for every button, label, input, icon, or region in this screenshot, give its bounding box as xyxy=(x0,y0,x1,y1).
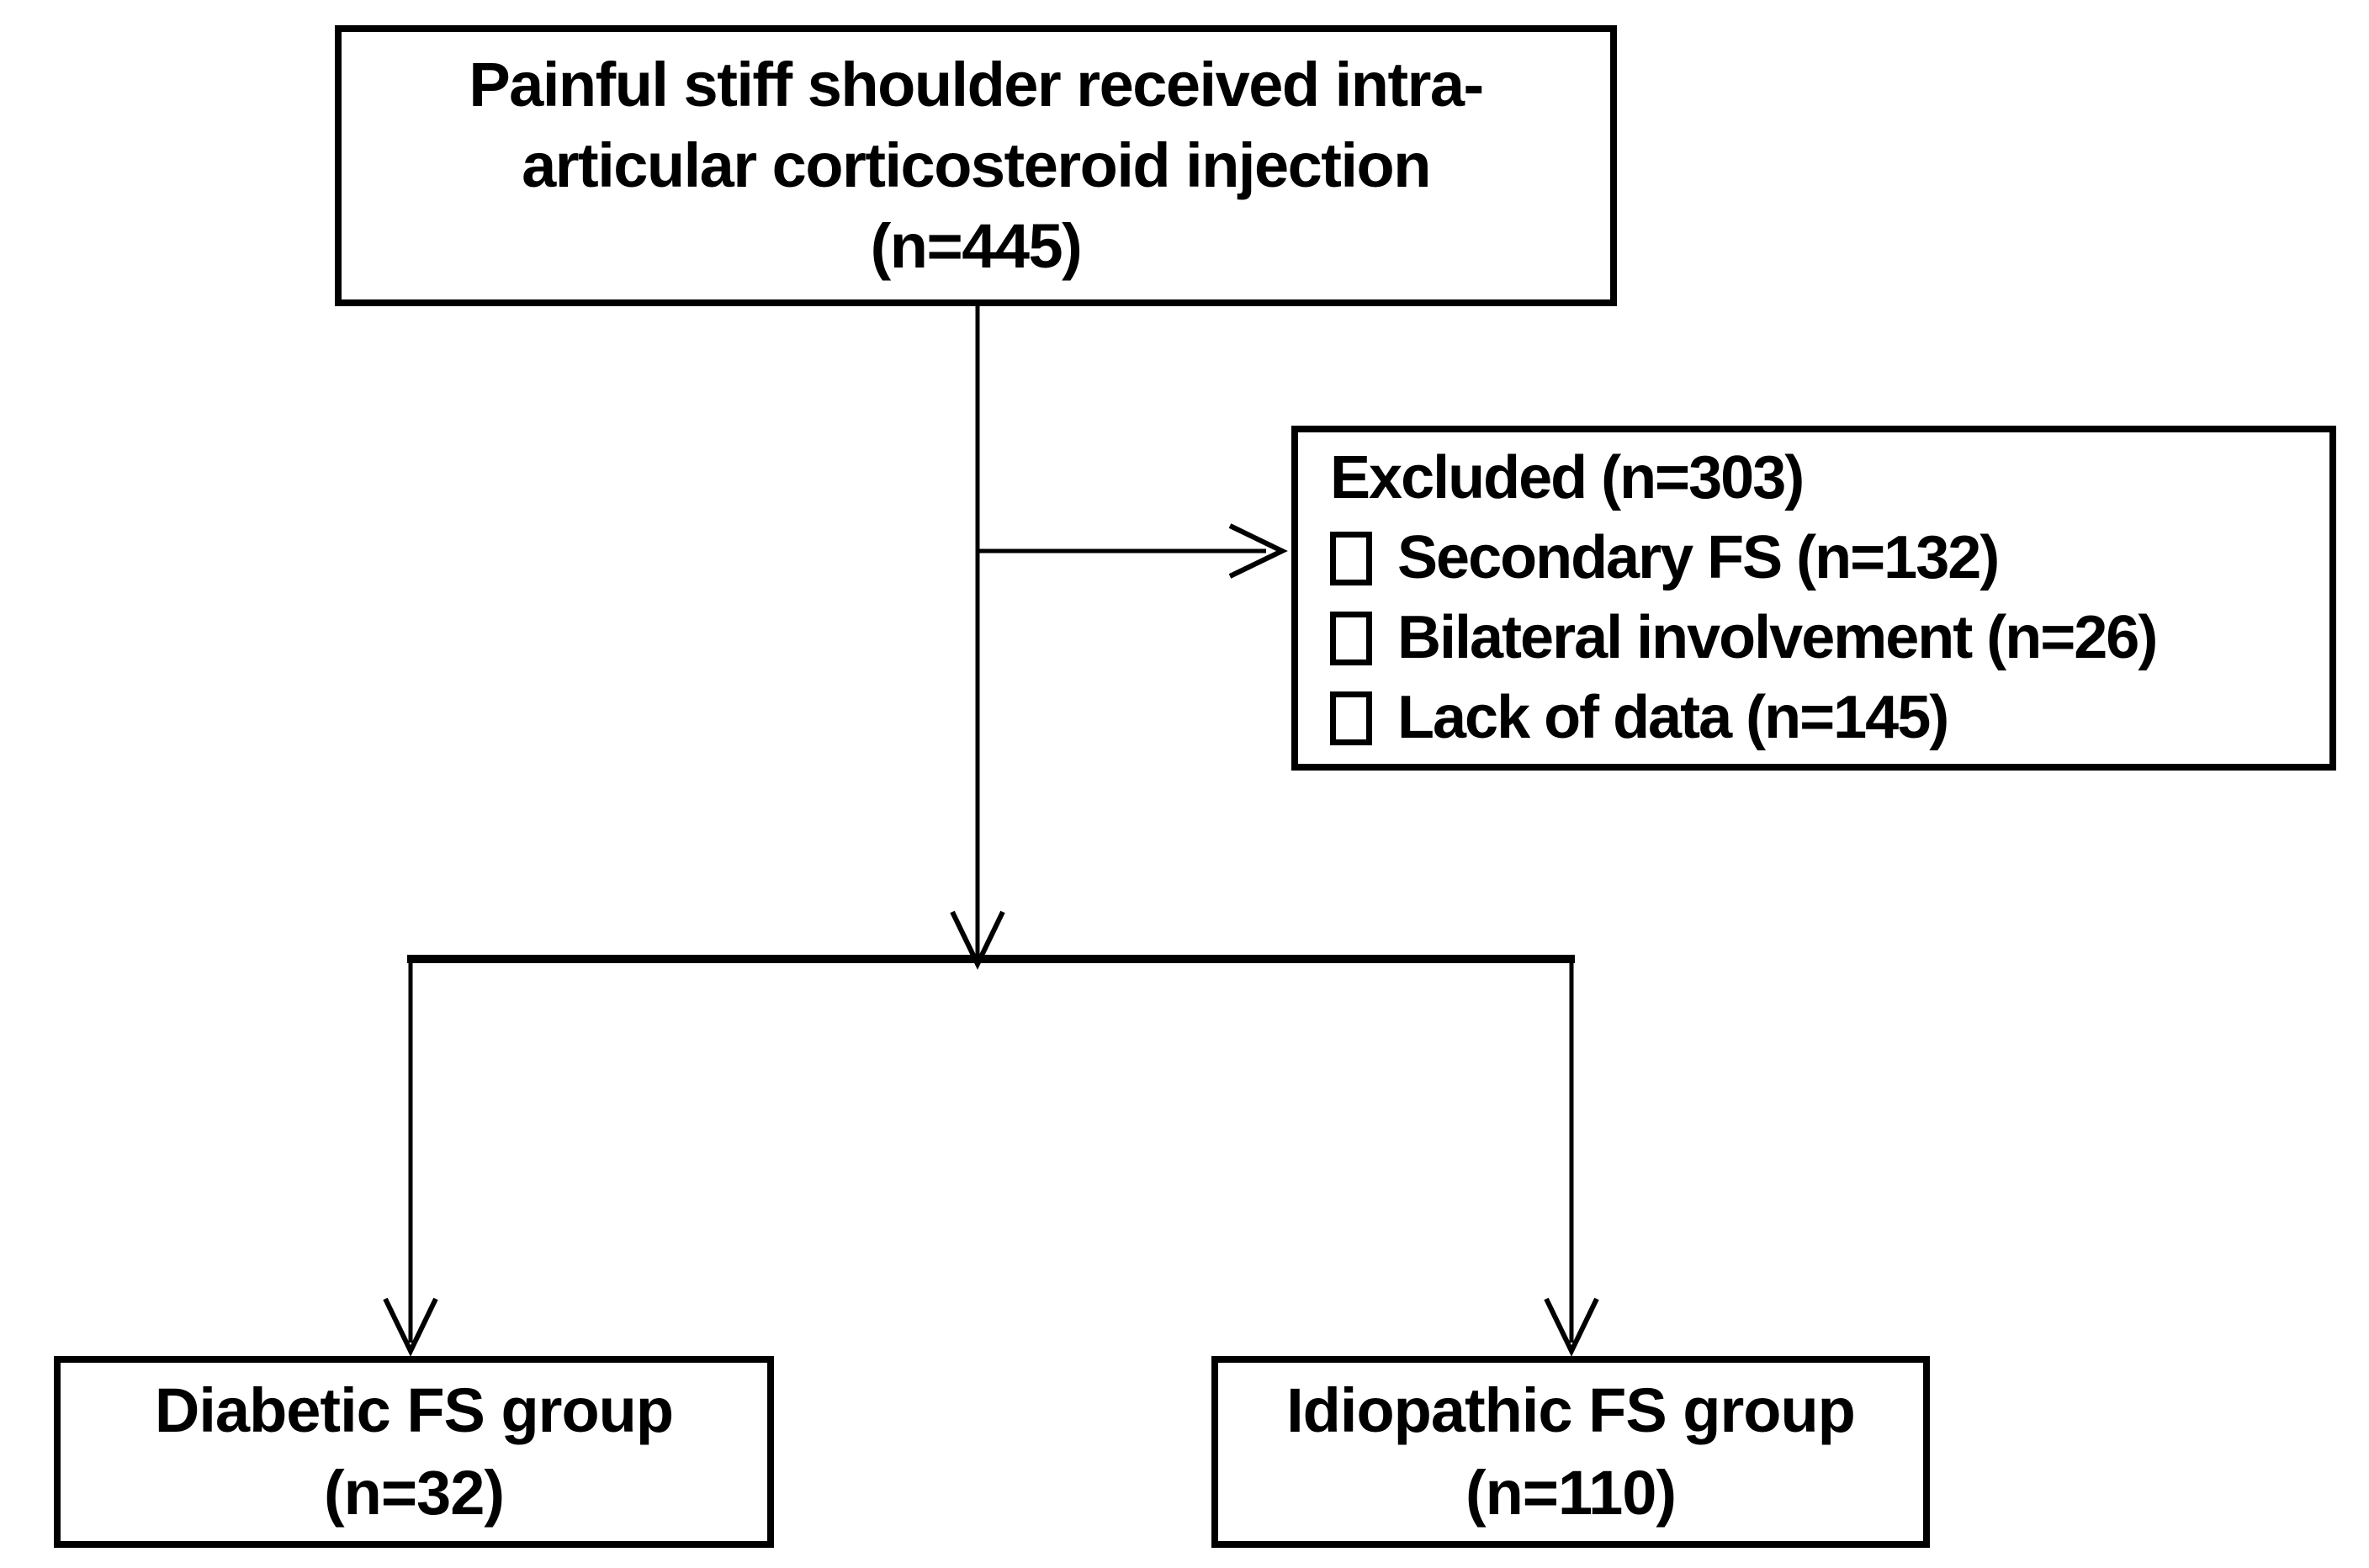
arrowhead-right-icon xyxy=(1228,523,1288,579)
source-box-text-line: Painful stiff shoulder received intra- xyxy=(469,50,1484,119)
arrowhead-down-icon xyxy=(383,1297,438,1357)
diabetic-group-label: Diabetic FS group xyxy=(154,1375,674,1445)
source-box-count: (n=445) xyxy=(870,211,1083,281)
excluded-item: Bilateral involvement (n=26) xyxy=(1330,598,2329,678)
excluded-title: Excluded (n=303) xyxy=(1330,444,1805,511)
excluded-item: Secondary FS (n=132) xyxy=(1330,518,2329,598)
idiopathic-group-box: Idiopathic FS group (n=110) xyxy=(1211,1356,1930,1548)
excluded-item-label: Lack of data (n=145) xyxy=(1397,684,1949,751)
arrowhead-down-icon xyxy=(1544,1297,1599,1357)
diabetic-group-count: (n=32) xyxy=(323,1458,505,1528)
arrowhead-down-icon xyxy=(950,910,1005,970)
excluded-item: Lack of data (n=145) xyxy=(1330,678,2329,758)
excluded-item-label: Bilateral involvement (n=26) xyxy=(1397,604,2158,671)
excluded-item-label: Secondary FS (n=132) xyxy=(1397,524,2000,591)
empty-checkbox-icon xyxy=(1330,691,1372,745)
idiopathic-group-count: (n=110) xyxy=(1465,1458,1677,1528)
source-population-box: Painful stiff shoulder received intra- a… xyxy=(335,25,1617,306)
excluded-box: Excluded (n=303) Secondary FS (n=132) Bi… xyxy=(1291,426,2336,771)
empty-checkbox-icon xyxy=(1330,531,1372,585)
diabetic-group-box: Diabetic FS group (n=32) xyxy=(54,1356,774,1548)
empty-checkbox-icon xyxy=(1330,611,1372,665)
source-box-text-line: articular corticosteroid injection xyxy=(522,130,1431,200)
idiopathic-group-label: Idiopathic FS group xyxy=(1286,1375,1856,1445)
